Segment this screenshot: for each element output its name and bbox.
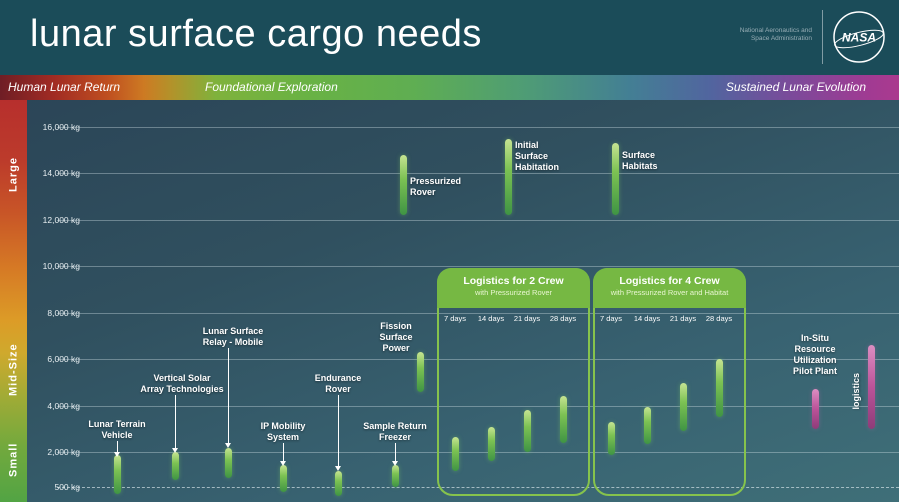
bar-lunar-surface-relay-mobile <box>224 447 232 478</box>
label-logistics-for-2-crew-28-days: 28 days <box>549 314 577 323</box>
agency-text: National Aeronautics and Space Administr… <box>740 27 812 43</box>
title-logistics-for-2-crew: Logistics for 2 Crew <box>463 275 564 287</box>
gridline-8000 <box>57 312 899 314</box>
y-tick-label-4000: 4,000 kg <box>47 400 80 411</box>
bar-vertical-solar-array-technologies <box>171 452 179 480</box>
arrow-ip-mobility-system <box>282 443 284 461</box>
gridline-2000 <box>57 452 899 454</box>
label-logistics-for-4-crew-7-days: 7 days <box>599 314 623 323</box>
bar-endurance-rover <box>334 470 342 497</box>
bar-logistics-for-4-crew-7-days <box>607 422 615 455</box>
page-title: lunar surface cargo needs <box>30 13 482 55</box>
bar-fission-surface-power <box>416 352 424 392</box>
arrow-sample-return-freezer <box>394 443 396 461</box>
y-tick-label-500: 500 kg <box>54 482 80 492</box>
header: lunar surface cargo needs National Aeron… <box>0 0 899 75</box>
gridline-12000 <box>57 219 899 221</box>
label-logistics-for-4-crew-28-days: 28 days <box>705 314 733 323</box>
bar-logistics-for-4-crew-28-days <box>715 359 723 418</box>
y-tick-label-14000: 14,000 kg <box>42 168 80 179</box>
header-divider <box>822 10 823 64</box>
bar-logistics-for-2-crew-28-days <box>559 396 567 443</box>
label-logistics-for-2-crew-21-days: 21 days <box>513 314 541 323</box>
bar-lunar-terrain-vehicle <box>113 454 121 494</box>
y-tick-label-8000: 8,000 kg <box>47 307 80 318</box>
phase-label-foundational-exploration: Foundational Exploration <box>205 80 338 94</box>
label-logistics-for-4-crew-14-days: 14 days <box>633 314 661 323</box>
arrow-endurance-rover <box>337 395 339 466</box>
phase-label-human-lunar-return: Human Lunar Return <box>8 80 121 94</box>
bar-logistics-for-2-crew-14-days <box>487 426 495 462</box>
gridline-6000 <box>57 359 899 361</box>
bar-pressurized-rover <box>399 154 407 216</box>
size-label-mid-size: Mid-Size <box>7 343 20 397</box>
arrowhead-ip-mobility-system <box>280 461 286 466</box>
bar-ip-mobility-system <box>279 464 287 492</box>
gridline-500 <box>57 487 899 488</box>
bar-initial-surface-habitation <box>504 138 512 216</box>
gridline-14000 <box>57 173 899 175</box>
label-logistics-for-4-crew-21-days: 21 days <box>669 314 697 323</box>
subtitle-logistics-for-4-crew: with Pressurized Rover and Habitat <box>610 288 729 297</box>
label-logistics-for-2-crew-7-days: 7 days <box>443 314 467 323</box>
bar-sample-return-freezer <box>391 464 399 487</box>
arrow-lunar-terrain-vehicle <box>116 441 118 452</box>
size-label-large: Large <box>7 157 20 193</box>
bar-surface-habitats <box>611 143 619 216</box>
arrow-lunar-surface-relay-mobile <box>227 348 229 443</box>
label-logistics: logistics <box>851 373 861 410</box>
gridline-16000 <box>57 127 899 128</box>
subtitle-logistics-for-2-crew: with Pressurized Rover <box>474 288 553 297</box>
bar-logistics-for-4-crew-21-days <box>679 382 687 432</box>
bar-logistics-for-2-crew-7-days <box>451 437 459 471</box>
y-tick-label-10000: 10,000 kg <box>42 261 80 272</box>
arrowhead-endurance-rover <box>335 466 341 471</box>
agency-line-1: National Aeronautics and <box>739 27 812 34</box>
arrow-vertical-solar-array-technologies <box>174 395 176 448</box>
gridline-4000 <box>57 405 899 407</box>
y-tick-label-16000: 16,000 kg <box>42 122 80 132</box>
y-tick-label-12000: 12,000 kg <box>42 214 80 225</box>
arrowhead-lunar-surface-relay-mobile <box>225 443 231 448</box>
bar-logistics <box>867 345 875 429</box>
y-tick-label-6000: 6,000 kg <box>47 354 80 365</box>
phase-label-sustained-lunar-evolution: Sustained Lunar Evolution <box>725 80 866 94</box>
arrowhead-vertical-solar-array-technologies <box>172 448 178 453</box>
y-tick-label-2000: 2,000 kg <box>47 447 80 458</box>
arrowhead-lunar-terrain-vehicle <box>114 452 120 457</box>
agency-line-2: Space Administration <box>750 35 812 42</box>
size-category-axis: Large Mid-Size Small <box>0 100 27 502</box>
arrowhead-sample-return-freezer <box>392 461 398 466</box>
label-logistics-for-2-crew-14-days: 14 days <box>477 314 505 323</box>
bar-logistics-for-4-crew-14-days <box>643 406 651 445</box>
phase-timeline-bar: Human Lunar Return Foundational Explorat… <box>0 75 899 100</box>
gridline-10000 <box>57 266 899 268</box>
nasa-logo-icon: NASA <box>833 11 885 63</box>
bar-logistics-for-2-crew-21-days <box>523 410 531 453</box>
title-logistics-for-4-crew: Logistics for 4 Crew <box>619 275 720 287</box>
chart-area: 16,000 kg 14,000 kg 12,000 kg 10,000 kg 8,00… <box>0 100 899 502</box>
bar-in-situ-resource-utilization-pilot-plant <box>811 389 819 429</box>
nasa-logo-text: NASA <box>842 31 876 45</box>
size-label-small: Small <box>7 442 20 478</box>
